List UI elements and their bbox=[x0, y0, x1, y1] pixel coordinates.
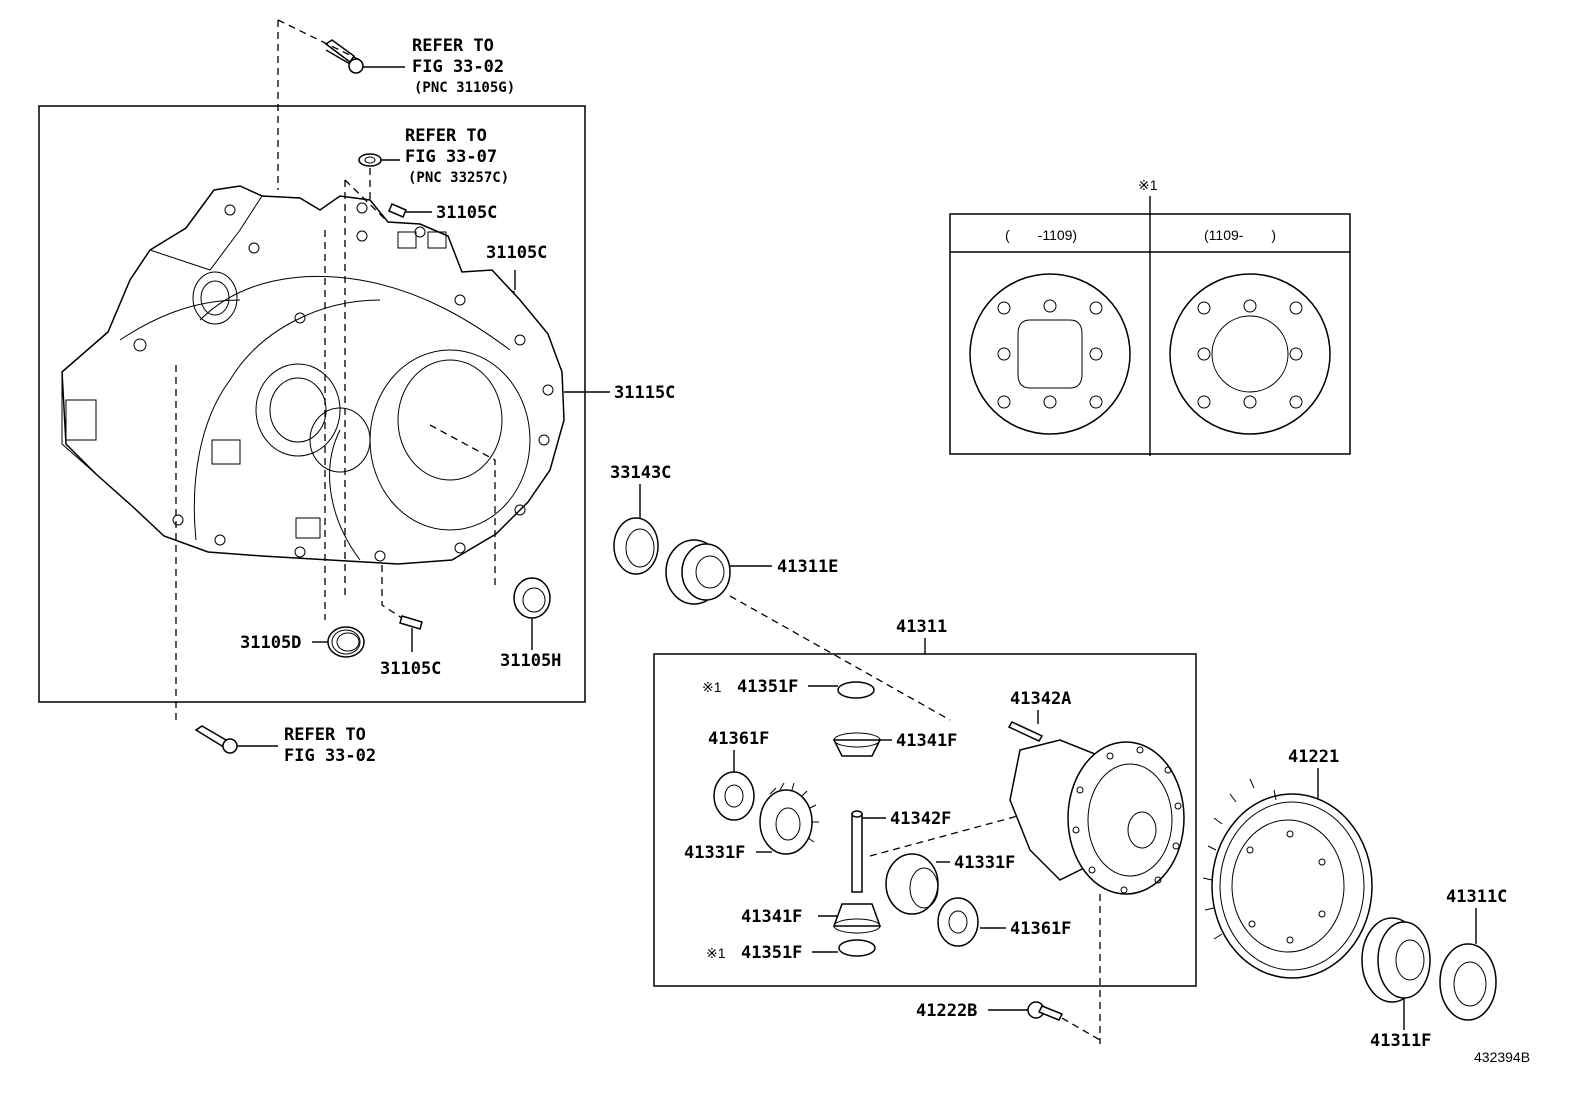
side-gear-41331F-right-icon bbox=[885, 853, 939, 915]
inset-mark: ※1 bbox=[1138, 177, 1158, 193]
oil-seal-41311C-icon bbox=[1439, 943, 1497, 1021]
ref3-line2: FIG 33-02 bbox=[284, 746, 376, 766]
label-41221: 41221 bbox=[1288, 747, 1339, 767]
ref2-line2: FIG 33-07 bbox=[405, 147, 497, 167]
bearing-41311F-icon bbox=[1361, 917, 1431, 1003]
label-41311: 41311 bbox=[896, 617, 947, 637]
pin-a-icon bbox=[388, 203, 432, 218]
ring-gear-41221-icon bbox=[1202, 778, 1373, 979]
inset-table bbox=[949, 213, 1351, 455]
washer-41351F-top-icon bbox=[837, 681, 875, 699]
inset-washer-right-icon bbox=[1169, 273, 1331, 435]
shaft-41342F-icon bbox=[851, 810, 863, 893]
label-41342F: 41342F bbox=[890, 809, 951, 829]
label-41341F-b: 41341F bbox=[741, 907, 802, 927]
bolt-41222B-icon bbox=[1027, 1001, 1064, 1021]
label-41331F-a: 41331F bbox=[684, 843, 745, 863]
ref1-line3: (PNC 31105G) bbox=[414, 80, 515, 96]
seal-ring-icon bbox=[358, 153, 382, 167]
label-41331F-b: 41331F bbox=[954, 853, 1015, 873]
label-31105C-b: 31105C bbox=[486, 243, 547, 263]
washer-41361F-left-icon bbox=[713, 771, 755, 821]
case-group-box bbox=[38, 105, 586, 703]
pin-41342A-icon bbox=[1007, 721, 1044, 742]
label-41351F-b: 41351F bbox=[741, 943, 802, 963]
ref2-line3: (PNC 33257C) bbox=[408, 170, 509, 186]
inset-col-left: ( -1109) bbox=[1005, 227, 1077, 243]
label-33143C: 33143C bbox=[610, 463, 671, 483]
label-41342A: 41342A bbox=[1010, 689, 1071, 709]
label-41341F-a: 41341F bbox=[896, 731, 957, 751]
label-31105C-a: 31105C bbox=[436, 203, 497, 223]
ref3-line1: REFER TO bbox=[284, 725, 366, 745]
mark-b: ※1 bbox=[706, 945, 726, 961]
washer-41351F-bottom-icon bbox=[838, 939, 876, 957]
label-41361F-b: 41361F bbox=[1010, 919, 1071, 939]
label-31105C-c: 31105C bbox=[380, 659, 441, 679]
inset-washer-left-icon bbox=[969, 273, 1131, 435]
figure-code: 432394B bbox=[1474, 1049, 1530, 1065]
side-gear-41331F-left-icon bbox=[759, 782, 819, 855]
washer-41361F-right-icon bbox=[937, 897, 979, 947]
diff-group-box bbox=[653, 653, 1197, 987]
label-41351F-a: 41351F bbox=[737, 677, 798, 697]
ref1-line2: FIG 33-02 bbox=[412, 57, 504, 77]
label-41311F: 41311F bbox=[1370, 1031, 1431, 1051]
pin-c-icon bbox=[399, 615, 423, 652]
transaxle-case-icon bbox=[61, 185, 565, 565]
inset-col-right: (1109- ) bbox=[1204, 227, 1276, 243]
ref2-line1: REFER TO bbox=[405, 126, 487, 146]
bearing-31105D-icon bbox=[327, 626, 365, 658]
bearing-41311E-icon bbox=[665, 539, 731, 605]
label-31105H: 31105H bbox=[500, 651, 561, 671]
mark-a: ※1 bbox=[702, 679, 722, 695]
label-41311E: 41311E bbox=[777, 557, 838, 577]
label-31115C: 31115C bbox=[614, 383, 675, 403]
label-41361F-a: 41361F bbox=[708, 729, 769, 749]
pinion-41341F-top-icon bbox=[832, 732, 882, 757]
label-41222B: 41222B bbox=[916, 1001, 977, 1021]
ref1-line1: REFER TO bbox=[412, 36, 494, 56]
oil-seal-33143C-icon bbox=[613, 517, 659, 575]
label-31105D: 31105D bbox=[240, 633, 301, 653]
bolt-bottom-icon bbox=[194, 725, 278, 754]
bolt-top-icon bbox=[324, 39, 405, 74]
pinion-41341F-bottom-icon bbox=[832, 903, 882, 934]
differential-case-icon bbox=[1009, 739, 1185, 895]
seal-31105H-icon bbox=[513, 577, 551, 619]
label-41311C: 41311C bbox=[1446, 887, 1507, 907]
